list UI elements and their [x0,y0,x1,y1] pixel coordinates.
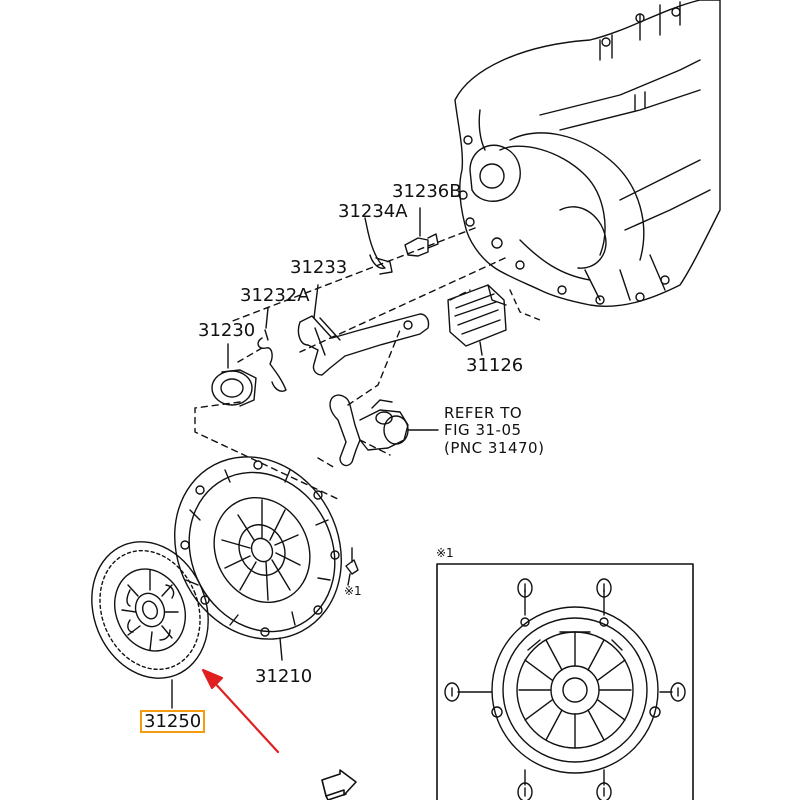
inset-note-mark: ※1 [436,546,454,560]
label-31233: 31233 [290,257,348,278]
label-31210: 31210 [255,666,313,687]
label-31236b: 31236B [392,181,462,202]
part-31233-release-fork [297,284,430,376]
pressure-plate-bolt [345,547,359,586]
refer-line-2: FIG 31-05 [444,421,522,440]
label-31232a: 31232A [240,285,310,306]
bolt-note-mark: ※1 [344,584,362,598]
label-31230: 31230 [198,320,256,341]
clutch-slave-cylinder [329,394,439,467]
next-page-arrow-icon[interactable] [321,769,357,800]
refer-line-3: (PNC 31470) [444,438,545,457]
part-31126-block [447,284,507,356]
transmission-housing [454,0,721,321]
part-31236b-switch [404,207,439,257]
part-31232a-spring [257,307,287,392]
refer-note: REFER TO FIG 31-05 (PNC 31470) [444,404,545,457]
label-31126: 31126 [466,355,524,376]
refer-line-1: REFER TO [444,404,523,422]
inset-detail-box [436,563,694,800]
part-31230-release-bearing [211,343,257,407]
highlight-pointer-arrow [201,668,280,754]
label-31234a: 31234A [338,201,408,222]
part-31250-clutch-disc [91,541,209,709]
label-31250-highlighted: 31250 [140,710,206,733]
dashed-assembly-lines [194,227,506,501]
part-31234a-clip [364,217,393,275]
part-31210-pressure-plate [174,456,342,661]
